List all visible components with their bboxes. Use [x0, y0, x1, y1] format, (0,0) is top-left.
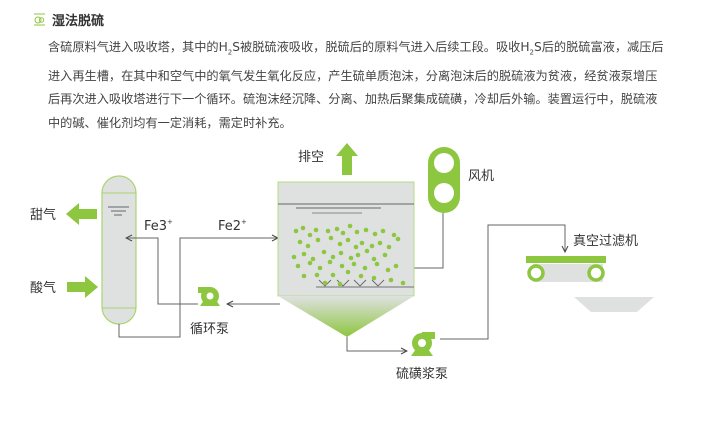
foam-bubble [364, 248, 370, 254]
liquid-level-icon [108, 206, 129, 216]
slurry-pipe [346, 337, 407, 351]
foam-bubble [351, 261, 357, 267]
foam-bubble [345, 237, 351, 243]
foam-bubble [395, 236, 401, 242]
foam-bubble [307, 232, 313, 238]
foam-bubble [386, 244, 392, 250]
foam-bubble [307, 260, 313, 266]
foam-bubble [377, 240, 383, 246]
foam-bubble [388, 277, 394, 283]
lean-liquid-to-absorber-pipe [126, 238, 198, 305]
foam-bubble [330, 254, 336, 260]
circulation-pump-icon [198, 287, 220, 306]
description-line-1: 含硫原料气进入吸收塔，其中的H2S被脱硫液吸收，脱硫后的原料气进入后续工段。吸收… [48, 40, 664, 57]
process-description: 含硫原料气进入吸收塔，其中的H2S被脱硫液吸收，脱硫后的原料气进入后续工段。吸收… [48, 36, 688, 135]
foam-bubble [363, 227, 369, 233]
foam-bubble [371, 275, 377, 281]
sparger-nozzle [353, 279, 367, 287]
foam-bubble [314, 272, 320, 278]
foam-bubble [372, 231, 378, 237]
fe3-label: Fe3+ [144, 218, 173, 234]
air-pipe [410, 213, 444, 286]
foam-bubble [348, 255, 354, 261]
sulfur-slurry-pump-icon [411, 332, 435, 356]
foam-bubble [362, 265, 368, 271]
foam-bubble [291, 254, 297, 260]
foam-bubble [359, 240, 365, 246]
description-line-4: 中的碱、催化剂均有一定消耗，需定时补充。 [48, 115, 292, 130]
foam-bubble [317, 265, 323, 271]
sweet-gas-arrow-icon [66, 203, 97, 225]
foam-bubble [353, 244, 359, 250]
sulfur-slurry-pump-label: 硫磺浆泵 [396, 367, 448, 382]
foam-bubble [358, 273, 364, 279]
foam-bubble [293, 228, 299, 234]
blower-icon [428, 147, 460, 213]
foam-bubble [313, 227, 319, 233]
foam-bubble [345, 269, 351, 275]
acid-gas-label: 酸气 [30, 280, 56, 296]
fe2-label: Fe2+ [218, 218, 247, 234]
circulation-pump-label: 循环泵 [190, 322, 229, 337]
foam-bubble [339, 263, 345, 269]
foam-bubble [340, 230, 346, 236]
slurry-to-filter-pipe [440, 224, 565, 340]
foam-bubble [400, 280, 406, 286]
foam-bubble [301, 273, 307, 279]
sulfur-collection-tray [574, 297, 654, 312]
foam-bubble [322, 280, 328, 286]
foam-bubble [325, 228, 331, 234]
foam-bubble [328, 235, 334, 241]
foam-bubble [321, 249, 327, 255]
foam-bubble [338, 250, 344, 256]
foam-bubble [300, 225, 306, 231]
foam-bubble [315, 237, 321, 243]
sparger-nozzle [371, 279, 385, 287]
foam-bubble [305, 243, 311, 249]
foam-bubble [301, 251, 307, 257]
foam-bubble [355, 252, 361, 258]
vent-arrow-icon [336, 143, 358, 175]
vent-label: 排空 [298, 150, 324, 165]
foam-bubble [337, 281, 343, 287]
foam-bubble [382, 252, 388, 258]
foam-bubble [347, 223, 353, 229]
rich-liquid-pipe [118, 238, 278, 338]
foam-bubble [297, 239, 303, 245]
foam-bubble [334, 226, 340, 232]
foam-bubble [327, 259, 333, 265]
foam-bubble [310, 256, 316, 262]
sweet-gas-label: 甜气 [30, 207, 56, 223]
sulfur-foam-bubbles [291, 223, 406, 287]
sparger-nozzle [318, 279, 332, 287]
vacuum-filter-icon [526, 256, 606, 282]
foam-bubble [337, 241, 343, 247]
foam-bubble [369, 243, 375, 249]
description-line-3: 后再次进入吸收塔进行下一个循环。硫泡沫经沉降、分离、加热后聚集成硫磺，冷却后外输… [48, 92, 658, 107]
sulfur-badge-icon [34, 13, 45, 26]
blower-label: 风机 [468, 169, 494, 184]
acid-gas-arrow-icon [67, 276, 98, 298]
section-title: 湿法脱硫 [52, 14, 105, 29]
foam-bubble [330, 272, 336, 278]
absorber-tower [101, 175, 137, 325]
section-header: 湿法脱硫 [33, 10, 104, 29]
foam-bubble [295, 263, 301, 269]
foam-bubble [385, 267, 391, 273]
regeneration-tank [277, 181, 415, 337]
foam-bubble [354, 229, 360, 235]
foam-bubble [380, 228, 386, 234]
foam-bubble [371, 256, 377, 262]
foam-bubble [393, 263, 399, 269]
foam-bubble [391, 232, 397, 238]
vacuum-filter-label: 真空过滤机 [573, 234, 638, 249]
description-line-2: 进入再生槽，在其中和空气中的氧气发生氧化反应，产生硫单质泡沫，分离泡沫后的脱硫液… [48, 68, 658, 83]
foam-bubble [374, 261, 380, 267]
